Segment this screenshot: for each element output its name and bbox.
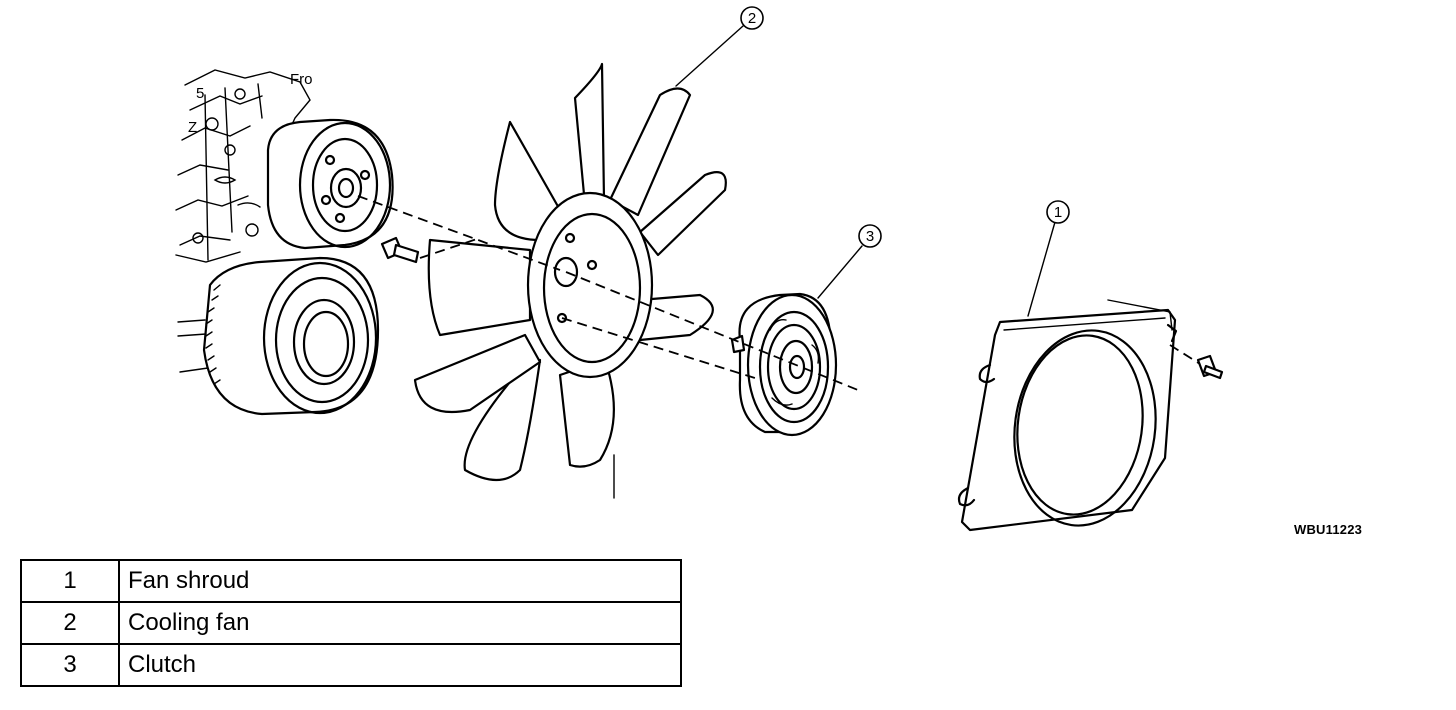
fan-shroud-drawing — [957, 299, 1224, 532]
cooling-fan-drawing — [413, 62, 727, 499]
exploded-view-illustration: 5 Z Fro — [175, 6, 1224, 532]
crankshaft-pulley-drawing — [177, 256, 380, 416]
legend-number: 3 — [20, 643, 120, 687]
table-row: 3 Clutch — [20, 643, 682, 687]
callout-1-label: 1 — [1054, 204, 1062, 221]
figure-code: WBU11223 — [1294, 522, 1363, 537]
legend-description: Clutch — [118, 643, 682, 687]
alignment-lines — [357, 195, 1201, 391]
callout-2-label: 2 — [748, 10, 756, 27]
fan-clutch-drawing — [730, 292, 838, 437]
table-row: 1 Fan shroud — [20, 559, 682, 603]
parts-legend-table: 1 Fan shroud 2 Cooling fan 3 Clutch — [20, 559, 682, 687]
svg-text:Z: Z — [188, 119, 197, 136]
legend-description: Fan shroud — [118, 559, 682, 603]
legend-description: Cooling fan — [118, 601, 682, 645]
svg-text:Fro: Fro — [290, 71, 313, 88]
legend-number: 1 — [20, 559, 120, 603]
water-pump-pulley-drawing — [266, 118, 394, 250]
callout-3-label: 3 — [866, 228, 874, 245]
callout-3: 3 — [817, 224, 882, 299]
callout-1: 1 — [1027, 200, 1070, 317]
engine-block-drawing: 5 Z Fro — [175, 69, 313, 263]
table-row: 2 Cooling fan — [20, 601, 682, 645]
callout-2: 2 — [675, 6, 764, 87]
legend-number: 2 — [20, 601, 120, 645]
fan-bolt-drawing — [380, 236, 420, 264]
svg-text:5: 5 — [196, 85, 204, 102]
